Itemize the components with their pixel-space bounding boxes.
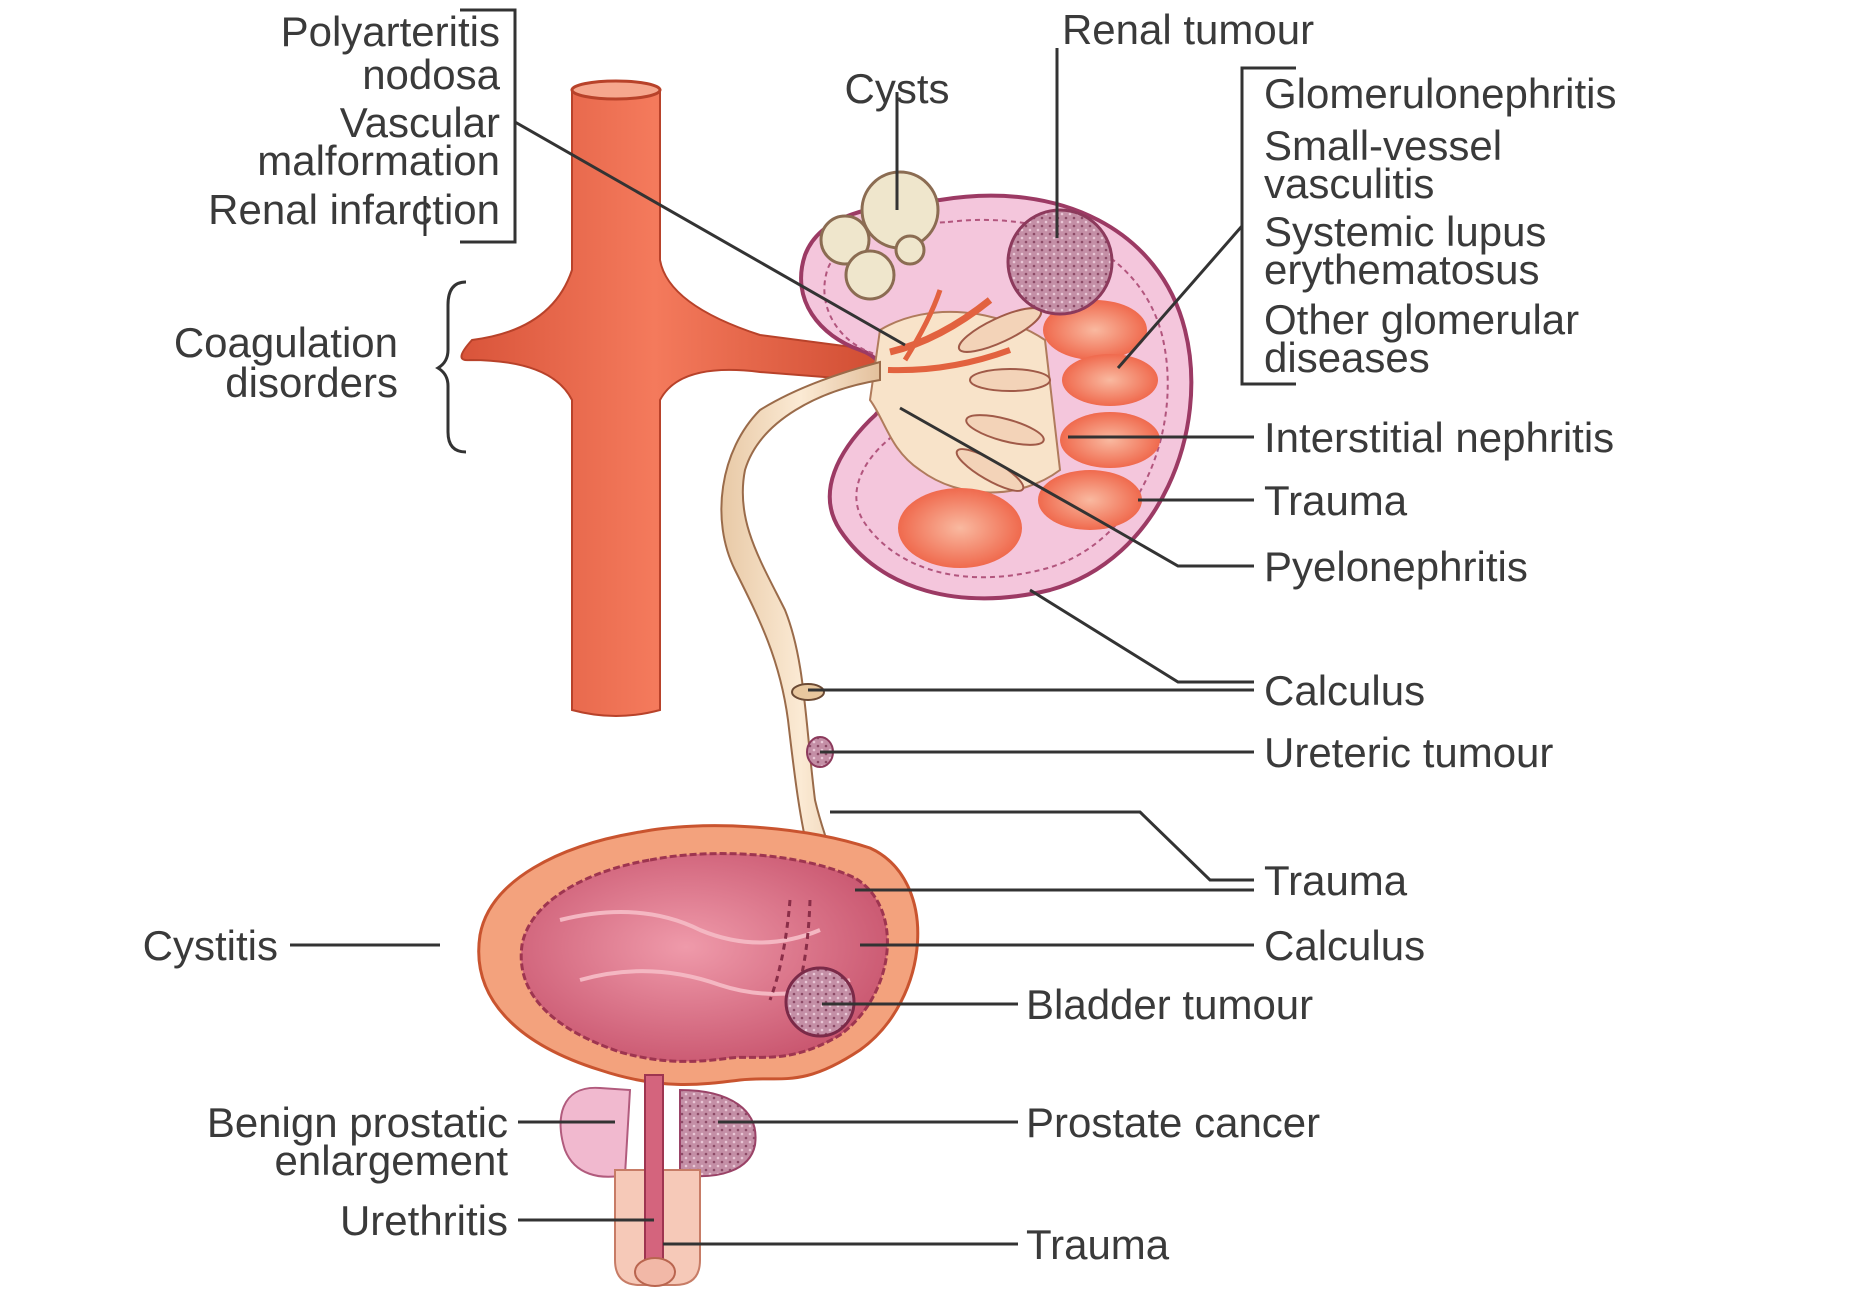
renal-tumour-mass bbox=[1008, 210, 1112, 314]
label-calculus-bladder: Calculus bbox=[1264, 922, 1425, 969]
label-bph-2: enlargement bbox=[275, 1137, 509, 1184]
label-bladder-tumour: Bladder tumour bbox=[1026, 981, 1313, 1028]
label-other-glom-2: diseases bbox=[1264, 334, 1430, 381]
aorta bbox=[461, 81, 890, 716]
label-ureteric-tumour: Ureteric tumour bbox=[1264, 729, 1553, 776]
label-cystitis: Cystitis bbox=[143, 922, 278, 969]
label-trauma-urethra: Trauma bbox=[1026, 1221, 1170, 1268]
label-glomerulonephritis: Glomerulonephritis bbox=[1264, 70, 1617, 117]
bracket-coagulation bbox=[438, 282, 466, 452]
bladder-tumour-mass bbox=[786, 968, 854, 1036]
prostate-urethra bbox=[561, 1075, 756, 1286]
label-pyelonephritis: Pyelonephritis bbox=[1264, 543, 1528, 590]
prostate-cancer-mass bbox=[680, 1090, 756, 1176]
label-cysts: Cysts bbox=[845, 65, 950, 112]
label-prostate-cancer: Prostate cancer bbox=[1026, 1099, 1320, 1146]
label-renal-tumour: Renal tumour bbox=[1062, 6, 1314, 53]
bladder bbox=[479, 826, 918, 1085]
kidney bbox=[801, 172, 1191, 598]
label-polyarteritis-2: nodosa bbox=[362, 51, 500, 98]
label-sle-2: erythematosus bbox=[1264, 246, 1539, 293]
label-calculus-ureter: Calculus bbox=[1264, 667, 1425, 714]
label-polyarteritis-1: Polyarteritis bbox=[281, 8, 500, 55]
ureteric-calculus bbox=[792, 684, 824, 700]
label-small-vessel-2: vasculitis bbox=[1264, 160, 1434, 207]
urethra bbox=[645, 1075, 663, 1265]
label-trauma-kidney: Trauma bbox=[1264, 477, 1408, 524]
label-renal-infarction: Renal infarction bbox=[208, 186, 500, 233]
label-urethritis: Urethritis bbox=[340, 1197, 508, 1244]
label-coagulation-2: disorders bbox=[225, 359, 398, 406]
label-trauma-ureter: Trauma bbox=[1264, 857, 1408, 904]
label-interstitial-nephritis: Interstitial nephritis bbox=[1264, 414, 1614, 461]
label-vascular-2: malformation bbox=[257, 137, 500, 184]
